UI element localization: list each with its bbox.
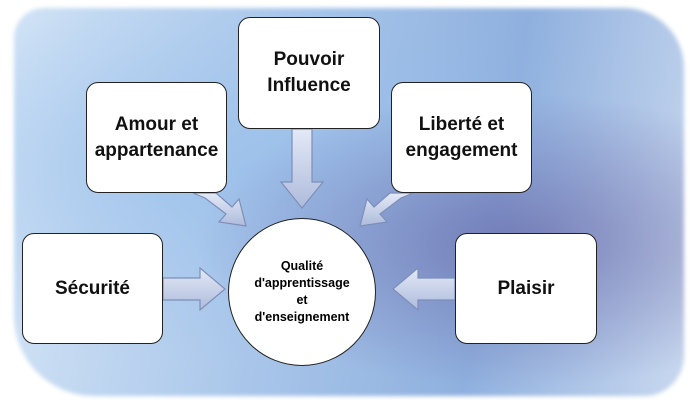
arrow-from-liberte bbox=[359, 192, 414, 227]
box-liberte-engagement: Liberté et engagement bbox=[391, 82, 532, 193]
box-label: appartenance bbox=[94, 139, 219, 161]
box-label: Influence bbox=[267, 75, 351, 96]
box-label: Plaisir bbox=[497, 277, 555, 299]
box-label: Liberté et bbox=[418, 113, 505, 135]
box-label: engagement bbox=[405, 139, 518, 161]
box-label: Sécurité bbox=[55, 277, 130, 299]
center-label: Qualité bbox=[280, 259, 324, 274]
center-label: d'apprentissage bbox=[254, 276, 350, 291]
box-label: Amour et bbox=[114, 113, 199, 135]
center-label: d'enseignement bbox=[254, 309, 350, 324]
arrow-from-plaisir bbox=[392, 266, 456, 312]
box-pouvoir-influence: Pouvoir Influence bbox=[238, 17, 380, 129]
center-circle: Qualité d'apprentissage et d'enseignemen… bbox=[228, 218, 376, 366]
box-plaisir: Plaisir bbox=[455, 233, 597, 344]
arrow-from-securite bbox=[162, 266, 226, 312]
box-amour-appartenance: Amour et appartenance bbox=[86, 82, 227, 193]
box-securite: Sécurité bbox=[22, 233, 163, 344]
arrow-from-amour bbox=[192, 192, 247, 227]
center-label: et bbox=[296, 293, 308, 307]
arrow-from-pouvoir bbox=[279, 128, 325, 209]
box-label: Pouvoir bbox=[273, 49, 345, 71]
